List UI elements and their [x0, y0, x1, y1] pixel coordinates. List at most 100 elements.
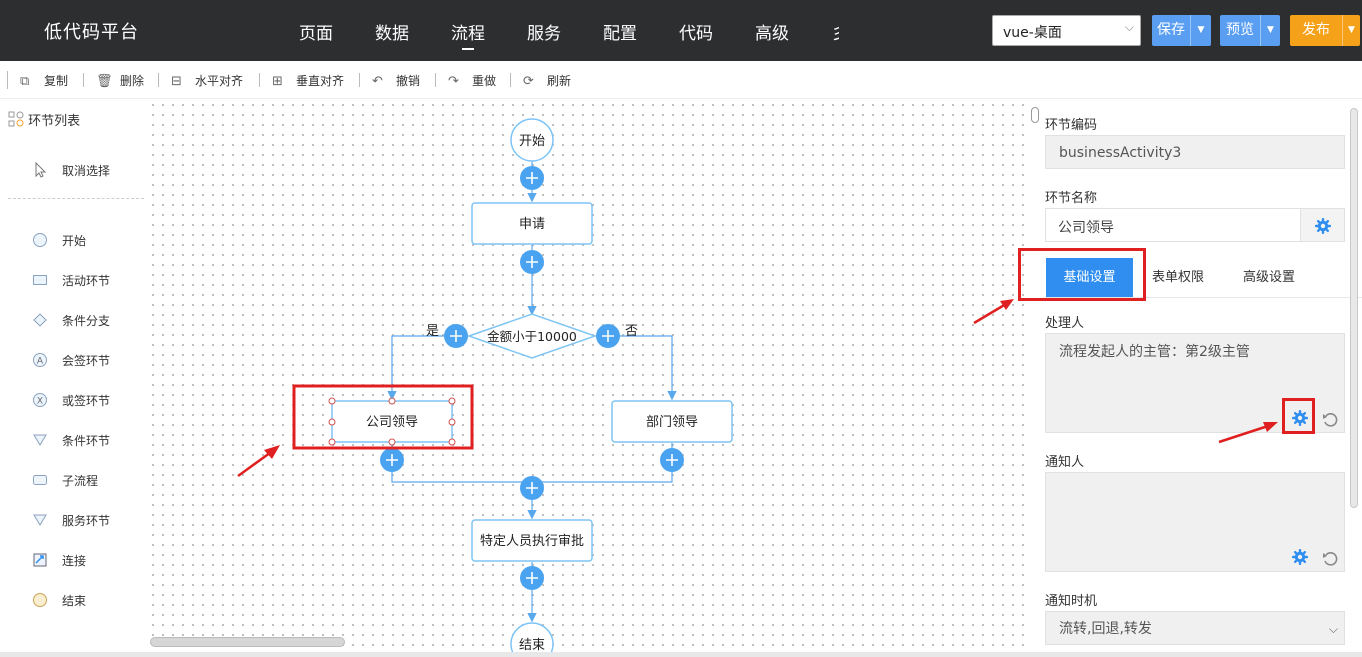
delete-button[interactable]: 🗑删除	[96, 72, 144, 89]
properties-panel: 环节编码 businessActivity3 环节名称 公司领导 基础设置 表单…	[1030, 100, 1362, 657]
panel-splitter-handle[interactable]	[1031, 107, 1039, 123]
palette-item-label: 活动环节	[62, 274, 111, 288]
align-horizontal-button[interactable]: ⊟ 水平对齐	[171, 72, 243, 89]
palette-item-countersign[interactable]: A 会签环节	[0, 349, 148, 371]
divider	[8, 198, 144, 199]
palette-item-label: 条件环节	[62, 434, 111, 448]
nav-item-config[interactable]: 配置	[603, 24, 637, 44]
undo-button[interactable]: ↶撤销	[372, 72, 420, 89]
trash-icon: 🗑	[96, 74, 113, 89]
caret-down-icon[interactable]: ▼	[1260, 15, 1280, 46]
cancel-selection-item[interactable]: 取消选择	[0, 159, 148, 181]
palette-item-activity[interactable]: 活动环节	[0, 269, 148, 291]
undo-icon: ↶	[372, 74, 383, 89]
notify-gear-icon[interactable]	[1291, 548, 1309, 566]
caret-down-icon[interactable]: ▼	[1342, 15, 1360, 46]
nav-item-data[interactable]: 数据	[375, 24, 409, 44]
node-name-settings-button[interactable]	[1301, 208, 1345, 242]
add-node-button[interactable]	[520, 566, 544, 590]
add-node-button[interactable]	[596, 324, 620, 348]
refresh-icon: ⟳	[523, 74, 534, 89]
svg-text:A: A	[37, 357, 44, 367]
notify-time-select[interactable]: 流转,回退,转发 ⌵	[1045, 611, 1345, 645]
nav-item-service[interactable]: 服务	[527, 24, 561, 44]
nav-item-pages[interactable]: 页面	[299, 24, 333, 44]
notify-field	[1045, 472, 1345, 572]
copy-button[interactable]: ⧉复制	[20, 72, 68, 89]
node-company-leader: 公司领导	[328, 397, 456, 446]
align-vertical-icon: ⊞	[272, 74, 283, 89]
add-node-button[interactable]	[520, 166, 544, 190]
align-horizontal-label: 水平对齐	[195, 74, 244, 88]
palette-item-label: 会签环节	[62, 354, 111, 368]
platform-select-value: vue-桌面	[1003, 25, 1062, 41]
add-node-button[interactable]	[520, 476, 544, 500]
palette-item-label: 子流程	[62, 474, 99, 488]
add-node-button[interactable]	[444, 324, 468, 348]
palette-item-label: 条件分支	[62, 314, 111, 328]
tab-advanced-settings[interactable]: 高级设置	[1242, 270, 1295, 285]
handler-gear-icon[interactable]	[1291, 409, 1309, 427]
palette-item-condition[interactable]: 条件环节	[0, 429, 148, 451]
toolbar-divider	[435, 73, 436, 87]
nav-item-code[interactable]: 代码	[679, 24, 713, 44]
palette-item-connect[interactable]: 连接	[0, 549, 148, 571]
tab-form-permissions[interactable]: 表单权限	[1151, 270, 1204, 285]
palette-item-condition-branch[interactable]: 条件分支	[0, 309, 148, 331]
annotation-arrow-left	[237, 445, 280, 478]
tab-divider	[1045, 297, 1362, 298]
align-horizontal-icon: ⊟	[171, 74, 182, 89]
node-apply: 申请	[471, 202, 593, 245]
top-nav-bar: 低代码平台 页面 数据 流程 服务 配置 代码 高级 彡 vue-桌面 ⌵ 保存…	[0, 0, 1362, 61]
palette-item-end[interactable]: 结束	[0, 589, 148, 611]
palette-item-service[interactable]: 服务环节	[0, 509, 148, 531]
nav-item-overflow[interactable]: 彡	[831, 19, 839, 44]
save-button[interactable]: 保存 ▼	[1152, 15, 1211, 46]
canvas-horizontal-scrollbar[interactable]	[150, 637, 345, 647]
node-list-panel: 环节列表 取消选择 开始 活动环节 条件分支 A 会签环节 X 或签环节 条件环…	[0, 100, 148, 657]
add-node-button[interactable]	[380, 448, 404, 472]
redo-button[interactable]: ↷重做	[448, 72, 496, 89]
caret-down-icon[interactable]: ▼	[1190, 15, 1211, 46]
palette-item-label: 或签环节	[62, 394, 111, 408]
add-node-button[interactable]	[660, 448, 684, 472]
pointer-icon	[35, 162, 47, 178]
handler-reset-icon[interactable]	[1321, 410, 1339, 428]
notify-reset-icon[interactable]	[1321, 549, 1339, 567]
palette-item-subprocess[interactable]: 子流程	[0, 469, 148, 491]
node-condition-label: 金额小于10000	[487, 329, 577, 344]
branch-no-label: 否	[625, 324, 638, 339]
svg-text:X: X	[37, 397, 43, 407]
palette-item-start[interactable]: 开始	[0, 229, 148, 251]
status-strip	[0, 652, 1362, 657]
toolbar-divider	[83, 73, 84, 87]
node-name-input[interactable]: 公司领导	[1045, 208, 1301, 242]
align-vertical-button[interactable]: ⊞ 垂直对齐	[272, 72, 344, 89]
node-code-label: 环节编码	[1045, 118, 1098, 133]
tab-basic-settings[interactable]: 基础设置	[1046, 258, 1133, 298]
platform-select[interactable]: vue-桌面 ⌵	[992, 15, 1141, 46]
node-end-label: 结束	[519, 638, 545, 652]
node-list-title-text: 环节列表	[28, 114, 81, 129]
palette-item-label: 开始	[62, 234, 87, 248]
preview-button[interactable]: 预览 ▼	[1220, 15, 1280, 46]
or-sign-icon: X	[33, 393, 47, 407]
node-list-icon	[8, 111, 24, 127]
flow-canvas[interactable]: 开始 申请 金额小于10000 是 否 公司领导 部门领导 特定人员执	[148, 100, 1024, 652]
refresh-button[interactable]: ⟳刷新	[523, 72, 571, 89]
preview-button-label: 预览	[1226, 22, 1254, 38]
properties-vertical-scrollbar[interactable]	[1350, 108, 1358, 508]
toolbar-divider	[259, 73, 260, 87]
nav-item-flow[interactable]: 流程	[451, 19, 485, 50]
save-button-label: 保存	[1157, 22, 1185, 38]
add-node-button[interactable]	[520, 250, 544, 274]
circle-icon	[33, 233, 47, 247]
align-vertical-label: 垂直对齐	[296, 74, 345, 88]
palette-item-or-sign[interactable]: X 或签环节	[0, 389, 148, 411]
editor-toolbar: ⧉复制 🗑删除 ⊟ 水平对齐 ⊞ 垂直对齐 ↶撤销 ↷重做 ⟳刷新	[0, 61, 1362, 99]
publish-button[interactable]: 发布 ▼	[1290, 15, 1360, 46]
nav-item-advanced[interactable]: 高级	[755, 24, 789, 44]
copy-icon: ⧉	[20, 74, 30, 89]
toolbar-divider	[158, 73, 159, 87]
cancel-selection-label: 取消选择	[62, 164, 111, 178]
